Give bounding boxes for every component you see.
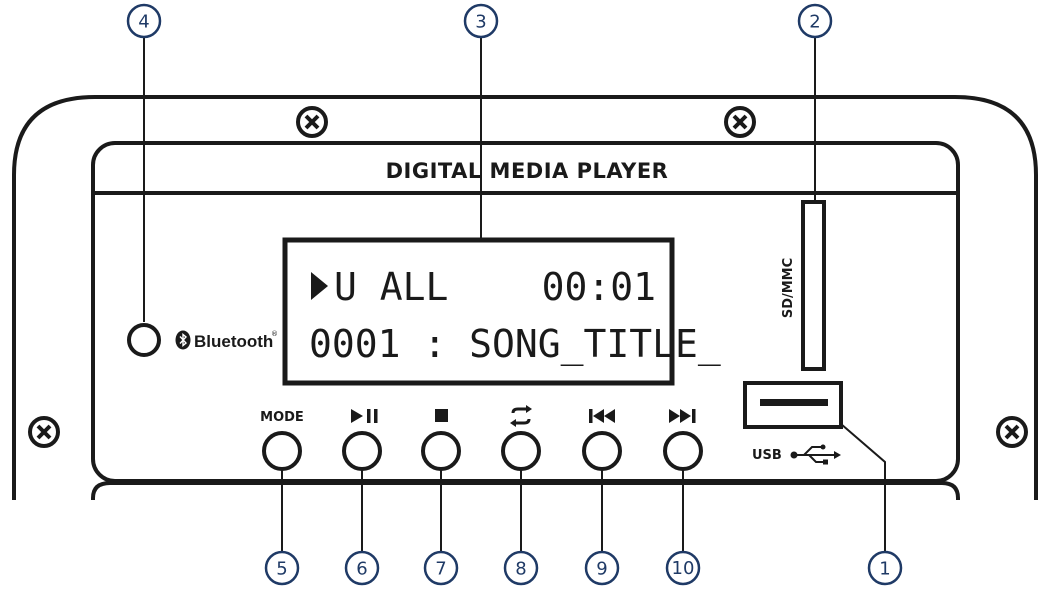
play-pause-button[interactable] [342, 431, 382, 471]
svg-text:10: 10 [672, 558, 695, 579]
callout-7: 7 [423, 550, 459, 586]
svg-text:6: 6 [356, 559, 367, 580]
svg-text:9: 9 [596, 559, 607, 580]
next-icon [669, 409, 696, 423]
usb-label: USB [752, 448, 782, 463]
mode-button[interactable] [262, 431, 302, 471]
lcd-elapsed-time: 00:01 [542, 265, 656, 309]
bluetooth-icon [175, 330, 191, 350]
callout-10: 10 [665, 550, 701, 586]
leader-lines [143, 37, 886, 552]
mode-label: MODE [260, 410, 304, 425]
screw-icon [996, 416, 1028, 448]
sd-card-slot[interactable] [801, 200, 826, 371]
lower-panel-edge [91, 481, 960, 500]
stop-icon [435, 409, 448, 422]
stop-button[interactable] [421, 431, 461, 471]
callout-3: 3 [463, 3, 499, 39]
callout-5: 5 [264, 550, 300, 586]
callout-4: 4 [126, 3, 162, 39]
callout-8: 8 [503, 550, 539, 586]
bluetooth-label: Bluetooth [194, 332, 273, 351]
svg-text:7: 7 [435, 559, 446, 580]
lcd-track-title: 0001 : SONG_TITLE_ [309, 322, 721, 367]
callout-9: 9 [584, 550, 620, 586]
svg-text:1: 1 [879, 559, 890, 580]
repeat-button[interactable] [501, 431, 541, 471]
next-button[interactable] [663, 431, 703, 471]
usb-port-contacts [760, 399, 828, 406]
sd-slot-label: SD/MMC [781, 258, 796, 318]
outer-enclosure [12, 95, 1038, 500]
previous-button[interactable] [582, 431, 622, 471]
usb-trident-icon [790, 444, 841, 465]
lcd-display [282, 237, 675, 386]
bluetooth-trademark: ® [271, 330, 278, 338]
repeat-icon [510, 405, 532, 427]
bluetooth-indicator [127, 323, 161, 357]
previous-icon [589, 409, 615, 423]
panel-title: DIGITAL MEDIA PLAYER [386, 159, 669, 183]
lcd-repeat-mode: U ALL [334, 265, 448, 309]
callout-1: 1 [867, 550, 903, 586]
callout-6: 6 [344, 550, 380, 586]
play-indicator-icon [311, 272, 328, 300]
play-pause-icon [351, 409, 378, 423]
screw-icon [296, 106, 328, 138]
svg-text:8: 8 [515, 559, 526, 580]
screw-icon [28, 416, 60, 448]
svg-text:2: 2 [809, 12, 820, 33]
screw-icon [724, 106, 756, 138]
callout-2: 2 [797, 3, 833, 39]
svg-text:4: 4 [138, 12, 149, 33]
svg-text:5: 5 [276, 559, 287, 580]
svg-text:3: 3 [475, 12, 486, 33]
